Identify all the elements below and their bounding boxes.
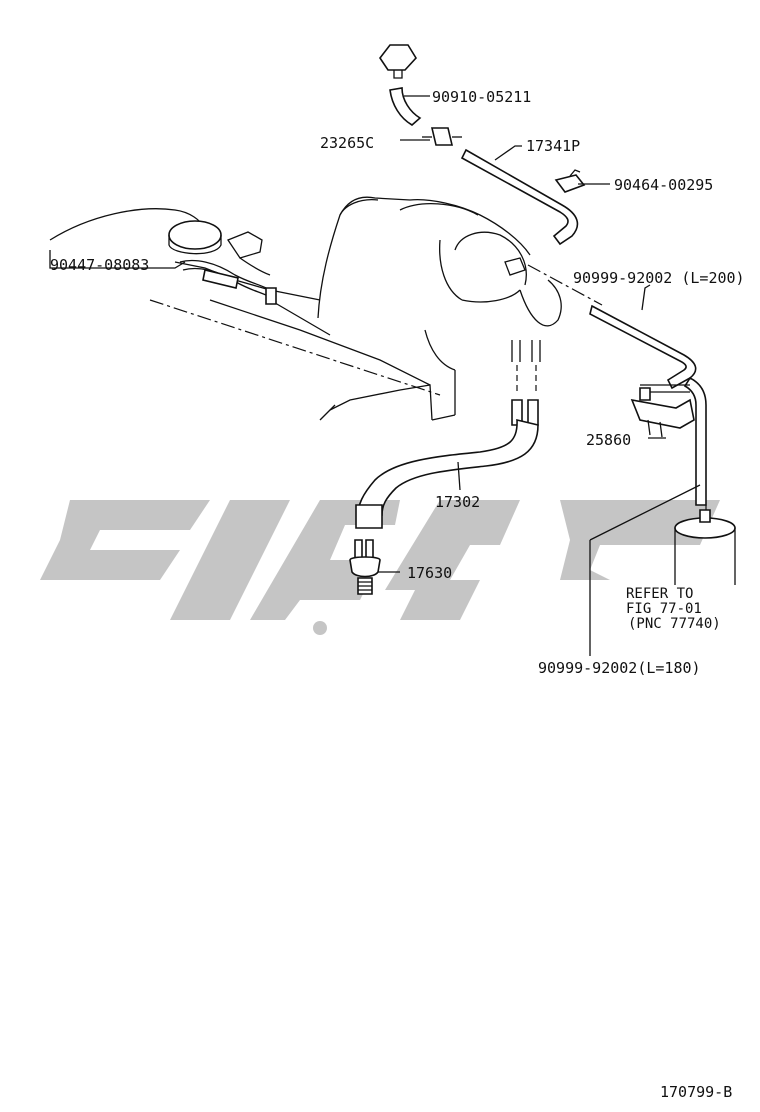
top-parts — [379, 44, 586, 246]
callout-90910-05211: 90910-05211 — [432, 88, 531, 106]
left-hose-assembly — [168, 220, 277, 305]
engine-block-outline — [49, 196, 562, 421]
hose-17302 — [355, 399, 539, 529]
callout-23265c: 23265C — [320, 134, 374, 152]
refer-note-line-1: REFER TO — [626, 586, 693, 602]
callout-90447-08083: 90447-08083 — [50, 256, 149, 274]
refer-note-line-2: FIG 77-01 — [626, 601, 702, 617]
right-tube-assembly — [527, 264, 707, 520]
canister — [589, 484, 736, 585]
callout-17630: 17630 — [407, 564, 452, 582]
sensor-17630 — [349, 539, 381, 595]
callout-labels: 90910-05211 23265C 17341P 90464-00295 90… — [50, 88, 745, 677]
callout-17302: 17302 — [435, 493, 480, 511]
refer-note-line-3: (PNC 77740) — [628, 616, 721, 632]
callout-17341p: 17341P — [526, 137, 580, 155]
refer-note: REFER TO FIG 77-01 (PNC 77740) — [626, 586, 721, 632]
figure-id: 170799-B — [660, 1083, 732, 1101]
callout-90999-92002-l180: 90999-92002(L=180) — [538, 659, 701, 677]
vsv-valve — [630, 387, 695, 438]
callout-90999-92002-l200: 90999-92002 (L=200) — [573, 269, 745, 287]
leader-lines — [49, 95, 666, 656]
callout-90464-00295: 90464-00295 — [614, 176, 713, 194]
callout-25860: 25860 — [586, 431, 631, 449]
